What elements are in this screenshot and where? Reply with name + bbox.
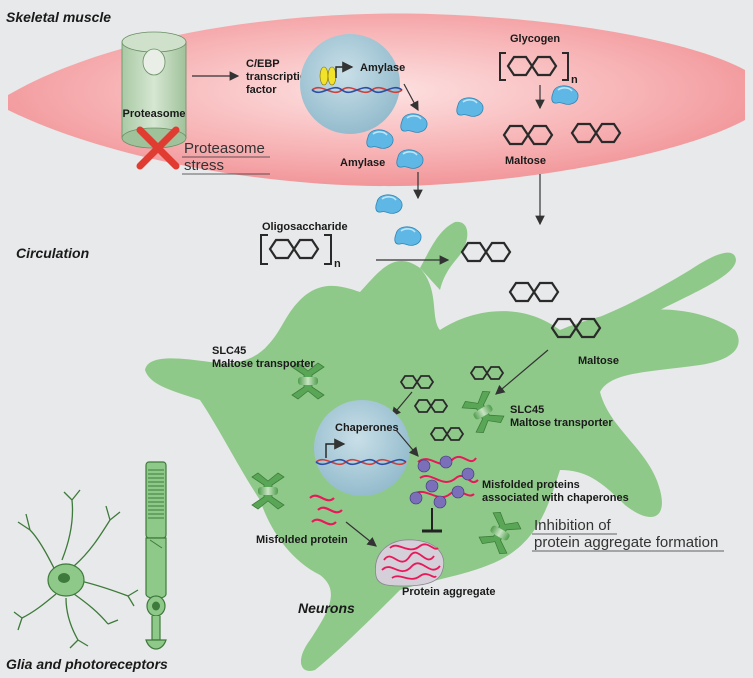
label-glycogen: Glycogen <box>510 33 560 45</box>
amylase-icon <box>394 226 422 247</box>
maltose-icon <box>460 241 512 263</box>
label-proteasome-stress-1: Proteasome <box>184 140 265 157</box>
label-amylase-protein: Amylase <box>340 157 385 169</box>
neuron-dendrite <box>560 252 736 340</box>
label-proteasome-stress-2: stress <box>184 157 224 174</box>
label-protein-aggregate: Protein aggregate <box>402 586 496 598</box>
label-proteasome: Proteasome <box>123 108 186 120</box>
label-cebp-3: factor <box>246 84 277 96</box>
arrow-maltose-to-nucleus <box>391 391 413 417</box>
label-misfolded-associated-1: Misfolded proteins <box>482 479 580 491</box>
label-chaperones: Chaperones <box>335 422 399 434</box>
muscle-nucleus <box>300 34 400 134</box>
dna-helix-icon <box>315 458 407 466</box>
label-cebp-2: transcription <box>246 71 314 83</box>
label-maltose-circulation: Maltose <box>578 355 619 367</box>
label-slc45-left-1: SLC45 <box>212 345 246 357</box>
oligosaccharide-polymer-icon <box>260 234 332 265</box>
glia-nucleus <box>58 573 70 583</box>
label-inhibition-1: Inhibition of <box>534 517 612 534</box>
label-misfolded-protein: Misfolded protein <box>256 534 348 546</box>
chaperone-complex-icon <box>409 455 479 509</box>
label-inhibition-2: protein aggregate formation <box>534 534 718 551</box>
label-skeletal-muscle: Skeletal muscle <box>6 9 111 25</box>
label-glycogen-n: n <box>571 74 578 86</box>
label-maltose-muscle: Maltose <box>505 155 546 167</box>
label-slc45-left-2: Maltose transporter <box>212 358 315 370</box>
protein-aggregate-icon <box>375 539 444 587</box>
cebp-factor-icon <box>319 66 329 86</box>
label-circulation: Circulation <box>16 245 89 261</box>
maltose-icon <box>508 281 560 303</box>
misfolded-protein-icon <box>309 494 343 526</box>
label-cebp-1: C/EBP <box>246 58 280 70</box>
arrow-chaperones-to-complex <box>395 429 419 457</box>
neuron-nucleus <box>314 400 410 496</box>
proteasome <box>121 31 187 149</box>
glia-cell-icon <box>13 489 139 649</box>
arrow-maltose-to-transporter <box>495 349 549 395</box>
label-slc45-right-2: Maltose transporter <box>510 417 613 429</box>
label-glia-photoreceptors: Glia and photoreceptors <box>6 656 168 672</box>
label-neurons: Neurons <box>298 600 355 616</box>
arrow-misfolded-to-aggregate <box>345 521 377 547</box>
transcription-arrow <box>325 438 346 458</box>
inhibition-x-icon <box>136 126 180 170</box>
arrow-gene-to-amylase <box>403 83 419 112</box>
dna-helix-icon <box>311 86 403 94</box>
transcription-arrow <box>335 61 354 78</box>
glycogen-polymer-icon <box>499 52 569 81</box>
photoreceptor-icon <box>145 461 167 650</box>
label-oligosaccharide-n: n <box>334 258 341 270</box>
label-misfolded-associated-2: associated with chaperones <box>482 492 629 504</box>
label-oligosaccharide: Oligosaccharide <box>262 221 348 233</box>
amylase-icon <box>375 194 403 215</box>
label-amylase-gene: Amylase <box>360 62 405 74</box>
label-slc45-right-1: SLC45 <box>510 404 544 416</box>
